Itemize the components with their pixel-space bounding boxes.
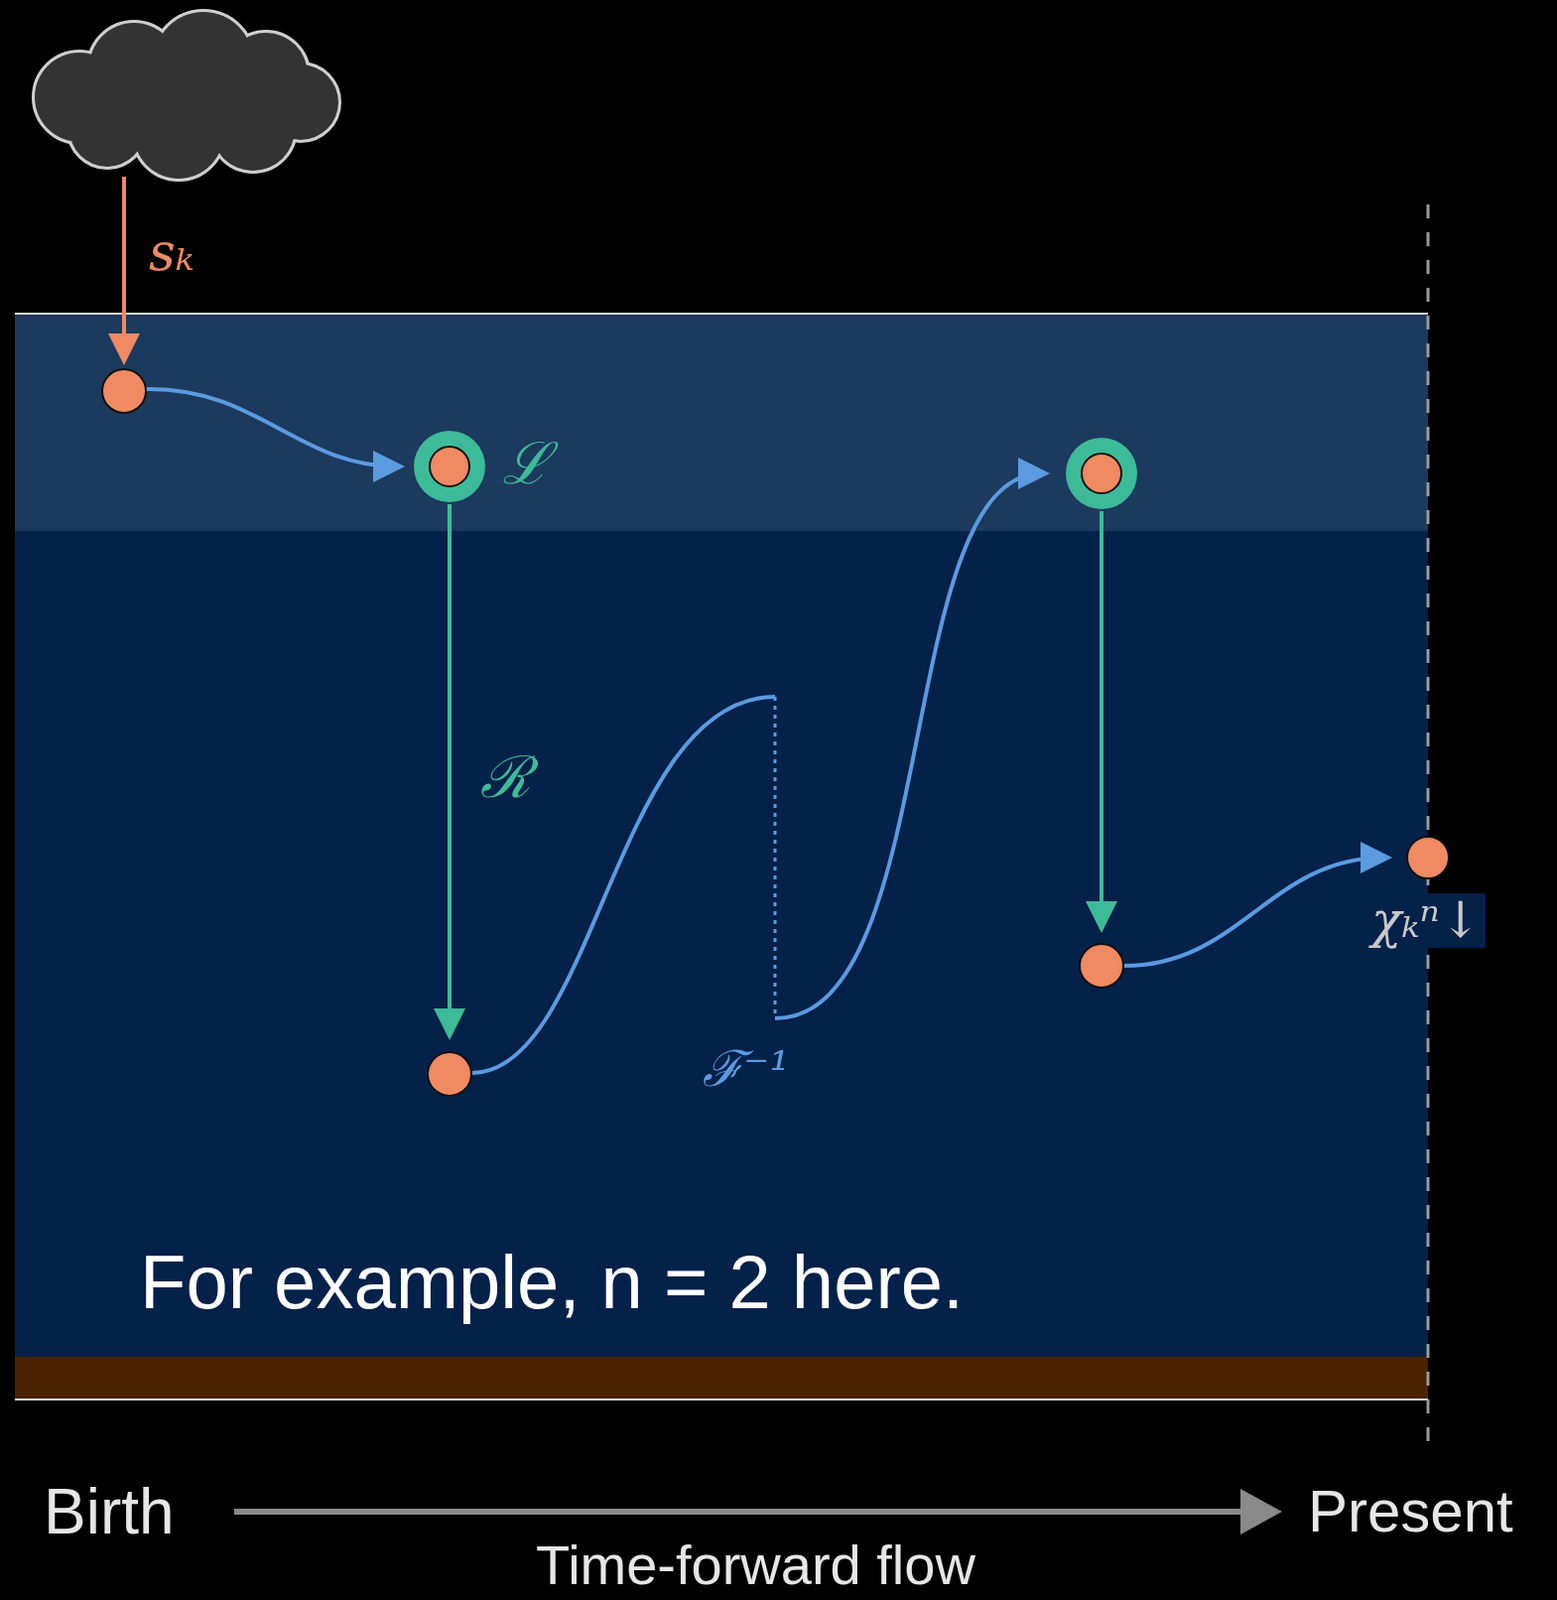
state-label: χₖⁿ↓ <box>1367 893 1486 948</box>
lower-band <box>14 530 1428 1357</box>
source-label: sₖ <box>148 224 195 281</box>
bottom-line <box>14 1398 1428 1401</box>
top-line <box>14 312 1428 315</box>
source-arrow <box>122 176 127 358</box>
time-axis <box>234 1508 1253 1515</box>
state-dots <box>102 369 1449 1096</box>
drop-arrow <box>447 504 452 1033</box>
operator-label: ℛ <box>480 746 531 810</box>
axis-label: Birth <box>43 1476 175 1547</box>
axis-label: Present <box>1307 1478 1514 1545</box>
present-line <box>1427 204 1430 1449</box>
upper-band <box>14 313 1428 531</box>
operator-label: ℱ⁻¹ <box>702 1041 789 1097</box>
axis-title: Time-forward flow <box>535 1534 976 1596</box>
ground-strip <box>14 1356 1428 1400</box>
drop-arrow <box>1099 511 1104 925</box>
cloud <box>34 11 339 179</box>
operator-label: ℒ <box>502 432 550 497</box>
flow-curves <box>145 389 1385 1073</box>
time-axis-head <box>1240 1488 1283 1535</box>
note-text: For example, n = 2 here. <box>139 1240 964 1324</box>
